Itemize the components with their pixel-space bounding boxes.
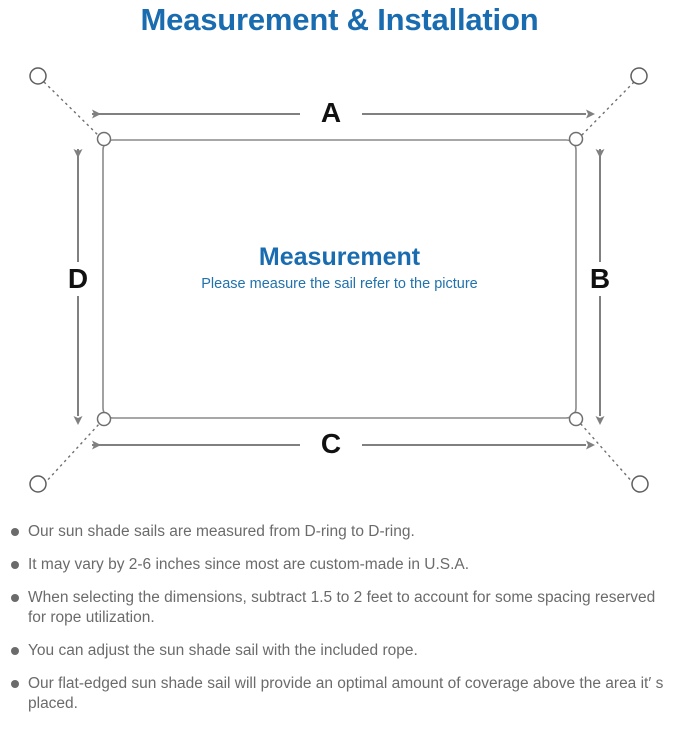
anchor-points — [29, 67, 649, 493]
note-text: Our flat-edged sun shade sail will provi… — [28, 675, 664, 712]
measurement-subtext: Please measure the sail refer to the pic… — [201, 276, 478, 292]
dimension-label-a: A — [309, 98, 353, 128]
note-text: When selecting the dimensions, subtract … — [28, 589, 656, 626]
rope-line-bottom-left — [43, 422, 101, 485]
dimension-label-d: D — [59, 264, 97, 294]
anchor-point-bottom-right — [631, 475, 649, 493]
bullet-icon — [11, 594, 19, 602]
list-item: You can adjust the sun shade sail with t… — [0, 641, 679, 661]
notes-list: Our sun shade sails are measured from D-… — [0, 522, 679, 727]
sail-rectangle — [102, 139, 577, 419]
diagram-svg — [29, 67, 649, 493]
sail-measurement-diagram: Measurement Please measure the sail refe… — [0, 44, 679, 514]
note-text: Our sun shade sails are measured from D-… — [28, 523, 415, 540]
d-ring-bottom-left — [96, 411, 112, 427]
bullet-icon — [11, 647, 19, 655]
dimension-label-c: C — [309, 429, 353, 459]
d-rings — [96, 131, 584, 427]
dimension-label-b: B — [581, 264, 619, 294]
anchor-point-bottom-left — [29, 475, 47, 493]
rope-lines — [43, 81, 635, 485]
anchor-point-top-right — [630, 67, 648, 85]
measurement-heading: Measurement — [258, 243, 421, 271]
list-item: It may vary by 2-6 inches since most are… — [0, 555, 679, 575]
rope-line-top-right — [579, 81, 635, 138]
note-text: It may vary by 2-6 inches since most are… — [28, 556, 470, 573]
d-ring-top-right — [568, 131, 584, 147]
list-item: Our flat-edged sun shade sail will provi… — [0, 674, 679, 714]
rope-line-top-left — [43, 81, 101, 138]
d-ring-top-left — [96, 131, 112, 147]
page-title: Measurement & Installation — [140, 2, 539, 37]
bullet-icon — [11, 528, 19, 536]
rope-line-bottom-right — [579, 422, 635, 485]
d-ring-bottom-right — [568, 411, 584, 427]
list-item: When selecting the dimensions, subtract … — [0, 588, 679, 628]
bullet-icon — [11, 680, 19, 688]
anchor-point-top-left — [29, 67, 47, 85]
list-item: Our sun shade sails are measured from D-… — [0, 522, 679, 542]
note-text: You can adjust the sun shade sail with t… — [28, 642, 418, 659]
bullet-icon — [11, 561, 19, 569]
